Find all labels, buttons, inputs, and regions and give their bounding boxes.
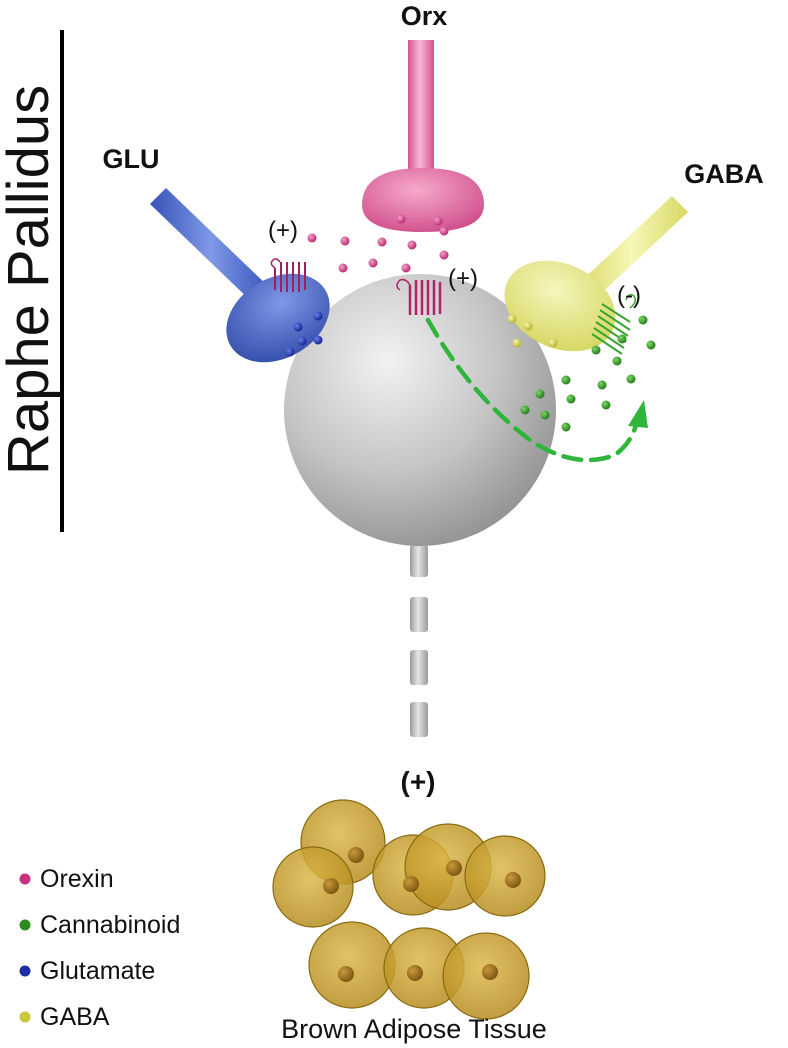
cannabinoid-receptor [591,293,637,355]
side-title: Raphe Pallidus [0,85,61,475]
target-label: Brown Adipose Tissue [281,1014,547,1044]
glu-neuron-label: GLU [103,144,160,174]
legend-label: Orexin [40,865,114,893]
legend-label: Cannabinoid [40,911,180,939]
gaba-particles [507,314,558,348]
glu-effect-label: (+) [268,217,298,244]
orexin-receptor-soma [396,278,442,315]
output-axon [410,545,428,737]
brown-adipose-tissue [272,799,546,1020]
orexin-particles [307,214,449,273]
legend-swatch-icon [19,919,31,931]
orx-neuron-label: Orx [401,1,448,31]
glutamate-particles [285,311,323,357]
bat-nuclei [323,847,521,982]
orx-terminal [362,40,484,232]
legend-label: GABA [40,1003,110,1031]
retrograde-signal-arrow [425,317,641,463]
legend-swatch-icon [19,965,31,977]
gaba-terminal [504,196,688,352]
gaba-neuron-label: GABA [684,159,764,189]
soma-cell-body [284,274,556,546]
legend-swatch-icon [19,1011,31,1023]
legend-swatch-icon [19,873,31,885]
orexin-receptor-glu [270,258,306,292]
orx-effect-label: (+) [448,265,478,292]
cannabinoid-particles [520,315,656,432]
gaba-effect-label: (-) [617,282,641,309]
output-effect-label: (+) [401,766,436,797]
arrow-head-icon [628,400,648,428]
legend-label: Glutamate [40,957,155,985]
